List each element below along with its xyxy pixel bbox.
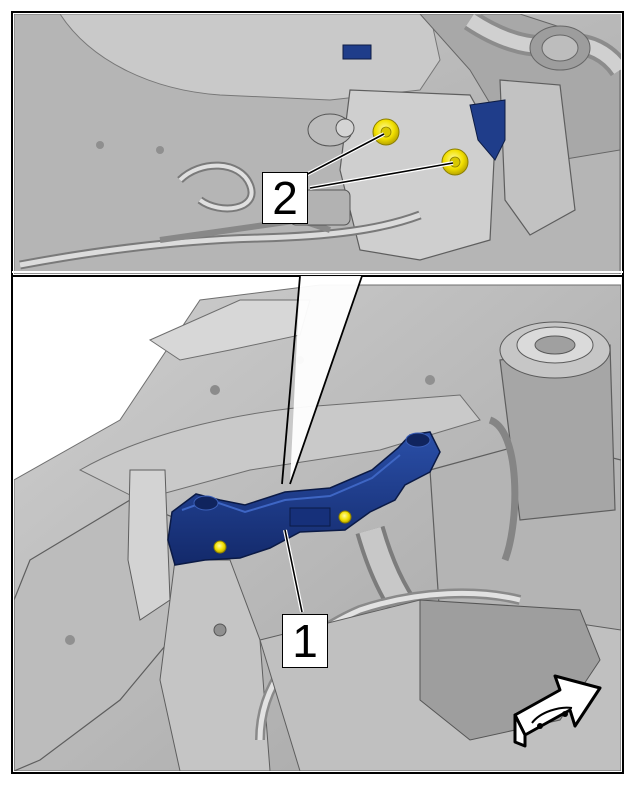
nut-lower (441, 148, 469, 176)
vehicle-direction-arrow-icon (513, 674, 602, 748)
callout-1-leader (283, 529, 304, 613)
callout-label-2: 2 (262, 172, 308, 224)
detail-leader-lines (281, 275, 363, 485)
overview-panel (14, 279, 621, 771)
callout-label-1: 1 (282, 614, 328, 668)
detail-panel (14, 14, 621, 274)
nut-upper (372, 118, 400, 146)
support-bracket (167, 431, 441, 566)
callout-2-leaders (299, 132, 454, 190)
